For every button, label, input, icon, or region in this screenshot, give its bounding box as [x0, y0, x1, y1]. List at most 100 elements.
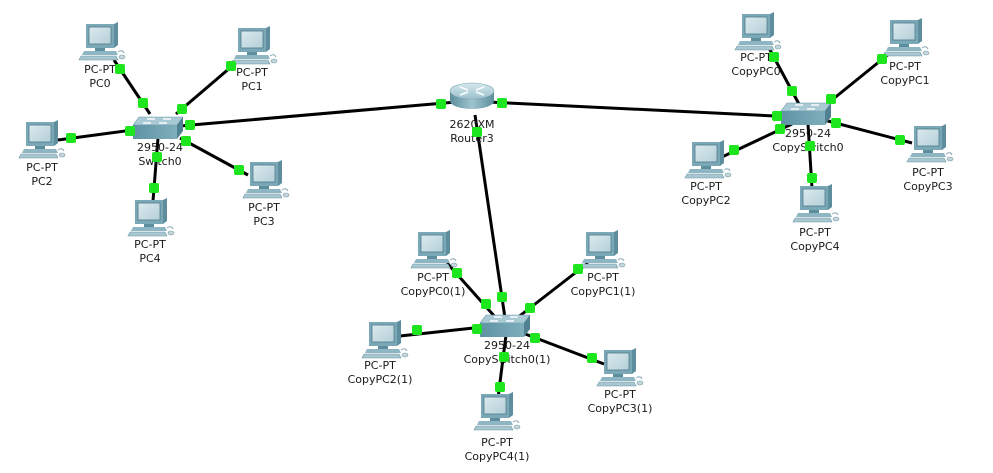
device-model-label: PC-PT — [134, 238, 166, 251]
switch-icon — [479, 314, 531, 337]
link-switch0-to-router3[interactable] — [179, 100, 457, 128]
mouse-cable — [281, 188, 289, 192]
link-status-light-a — [185, 120, 195, 130]
mouse — [946, 156, 954, 162]
monitor-screen — [483, 396, 507, 415]
device-model-label: 2950-24 — [484, 339, 530, 352]
mouse-cable — [921, 46, 929, 50]
device-copyswitch0[interactable]: 2950-24CopySwitch0 — [772, 102, 844, 154]
mouse-cable — [449, 258, 457, 262]
system-unit — [477, 421, 513, 425]
link-status-light-a — [66, 133, 76, 143]
device-model-label: PC-PT — [84, 63, 116, 76]
device-name-label: CopyPC3(1) — [588, 402, 653, 415]
mouse — [774, 44, 782, 50]
link-status-light-a — [877, 54, 887, 64]
keyboard — [906, 157, 947, 163]
monitor-stand — [751, 38, 761, 41]
link-status-light-b — [138, 98, 148, 108]
keyboard — [882, 51, 923, 57]
pc-icon — [127, 198, 175, 237]
system-unit — [886, 47, 922, 51]
switch-side — [524, 315, 530, 337]
link-status-light-a — [412, 325, 422, 335]
link-status-light-a — [895, 135, 905, 145]
link-status-light-b — [775, 124, 785, 134]
link-status-light-a — [452, 268, 462, 278]
monitor-screen — [588, 234, 612, 253]
mouse-cable — [723, 168, 731, 172]
monitor-stand — [259, 186, 269, 189]
keyboard — [410, 263, 451, 269]
link-router3-to-copyswitch0[interactable] — [487, 100, 797, 119]
keyboard — [578, 263, 619, 269]
device-name-label: PC3 — [253, 215, 274, 228]
switch-front — [781, 111, 825, 125]
switch-top — [780, 102, 832, 112]
mouse — [618, 262, 626, 268]
system-unit — [82, 51, 118, 55]
link-status-light-a — [115, 64, 125, 74]
link-status-light-a — [769, 52, 779, 62]
system-unit — [131, 227, 167, 231]
pc-icon — [230, 26, 278, 65]
mouse — [118, 54, 126, 60]
switch-icon — [780, 102, 832, 125]
link-status-light-b — [497, 292, 507, 302]
monitor-stand — [247, 52, 257, 55]
device-name-label: Router3 — [450, 132, 493, 145]
device-name-label: CopyPC2 — [681, 194, 730, 207]
device-name-label: PC4 — [139, 252, 160, 265]
link-status-layer — [66, 52, 905, 392]
mouse-cable — [635, 376, 643, 380]
monitor-screen — [916, 128, 940, 147]
monitor-stand — [144, 224, 154, 227]
mouse-cable — [773, 40, 781, 44]
mouse — [167, 230, 175, 236]
device-name-label: CopyPC1 — [880, 74, 929, 87]
monitor-screen — [802, 188, 826, 207]
mouse-cable — [117, 50, 125, 54]
keyboard — [792, 217, 833, 223]
keyboard — [18, 153, 59, 159]
link-status-light-a — [472, 127, 482, 137]
switch-top — [479, 314, 531, 324]
keyboard — [242, 193, 283, 199]
pc-icon — [18, 120, 66, 159]
mouse-cable — [945, 152, 953, 156]
link-status-light-b — [826, 94, 836, 104]
link-router3-to-copyswitch0-1[interactable] — [473, 114, 507, 319]
device-model-label: PC-PT — [604, 388, 636, 401]
monitor-stand — [378, 346, 388, 349]
pc-icon — [684, 140, 732, 179]
mouse — [832, 216, 840, 222]
system-unit — [910, 153, 946, 157]
device-name-label: PC0 — [89, 77, 110, 90]
link-status-light-b — [831, 118, 841, 128]
mouse — [270, 58, 278, 64]
mouse — [58, 152, 66, 158]
device-model-label: PC-PT — [587, 271, 619, 284]
monitor-screen — [694, 144, 718, 163]
link-status-light-a — [226, 61, 236, 71]
mouse-cable — [166, 226, 174, 230]
router-arrow-glyph — [475, 86, 485, 91]
monitor-screen — [240, 30, 264, 49]
